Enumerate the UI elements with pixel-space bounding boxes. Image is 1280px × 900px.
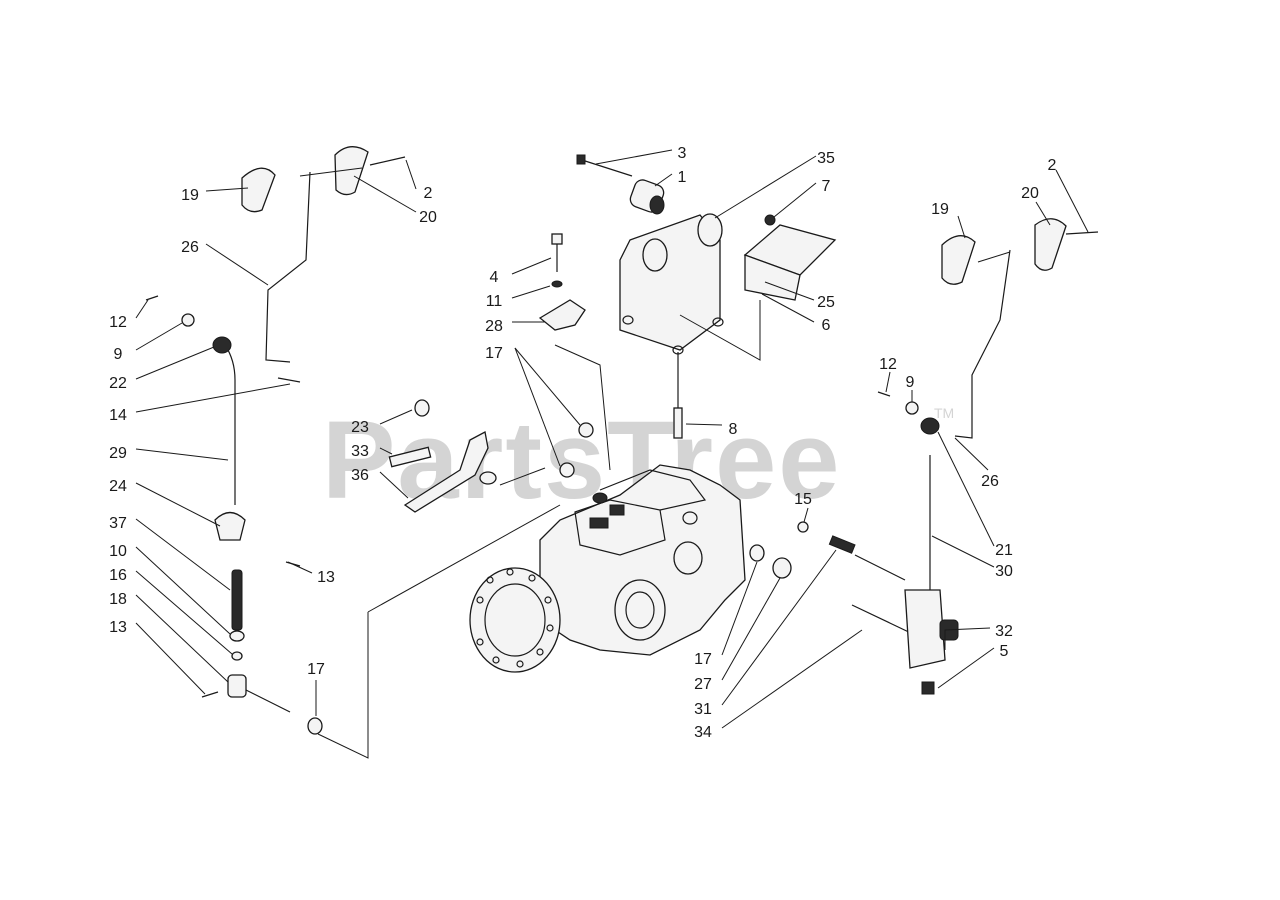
plate-28 — [538, 299, 586, 331]
bracket-arm-34 — [851, 589, 946, 669]
callout-c26r: 26 — [981, 473, 999, 490]
callout-c24: 24 — [109, 478, 127, 495]
callout-c2r: 2 — [1048, 157, 1057, 174]
callout-c16: 16 — [109, 567, 127, 584]
washer-9-right — [905, 401, 919, 415]
callout-c33: 33 — [351, 443, 369, 460]
callout-c28: 28 — [485, 318, 503, 335]
callout-c26l: 26 — [181, 239, 199, 256]
bolt-top — [576, 154, 633, 177]
stud-8 — [673, 352, 683, 439]
pivot-block-18 — [227, 674, 291, 713]
ball-15 — [797, 521, 809, 533]
callout-c22: 22 — [109, 375, 127, 392]
bushing-spacer — [629, 179, 665, 215]
callout-c14: 14 — [109, 407, 127, 424]
callout-c31: 31 — [694, 701, 712, 718]
pivot-22 — [212, 336, 232, 354]
callout-c3: 3 — [678, 145, 687, 162]
callout-c13r: 13 — [317, 569, 335, 586]
cover-plate — [743, 224, 837, 301]
callout-c2l: 2 — [424, 185, 433, 202]
callout-c20l: 20 — [419, 209, 437, 226]
callout-c19l: 19 — [181, 187, 199, 204]
pin-12-right — [877, 391, 891, 397]
callout-c7: 7 — [822, 178, 831, 195]
left-shaft-29 — [224, 344, 236, 505]
right-control-rod-26 — [954, 249, 1011, 439]
left-handle-grip — [241, 146, 406, 213]
callout-c17b: 17 — [307, 661, 325, 678]
nut-5 — [921, 681, 935, 695]
callout-c6: 6 — [822, 317, 831, 334]
callout-c15: 15 — [794, 491, 812, 508]
washer-11 — [551, 280, 563, 288]
lever-assembly — [388, 399, 497, 513]
callout-c1: 1 — [678, 169, 687, 186]
watermark-trademark: TM — [934, 405, 954, 421]
nut-top — [764, 214, 776, 226]
callout-c8: 8 — [729, 421, 738, 438]
spring-37 — [231, 569, 243, 631]
collar-24 — [214, 511, 246, 541]
washer-10 — [229, 630, 245, 642]
washer-16 — [231, 651, 243, 661]
callout-c21: 21 — [995, 542, 1013, 559]
callout-c9l: 9 — [114, 346, 123, 363]
callout-c27: 27 — [694, 676, 712, 693]
callout-c30: 30 — [995, 563, 1013, 580]
callout-c9r: 9 — [906, 374, 915, 391]
callout-c29: 29 — [109, 445, 127, 462]
callout-c34: 34 — [694, 724, 712, 741]
washer-17-bottom — [307, 717, 323, 735]
leader-lines — [135, 149, 1089, 759]
callout-c18: 18 — [109, 591, 127, 608]
callout-c10: 10 — [109, 543, 127, 560]
pin-13-left — [201, 691, 219, 698]
left-control-rod-26 — [265, 171, 311, 363]
callout-c36: 36 — [351, 467, 369, 484]
washer-17-right — [749, 544, 765, 562]
right-handle-grip — [941, 218, 1099, 285]
callout-c12l: 12 — [109, 314, 127, 331]
callout-c25: 25 — [817, 294, 835, 311]
pin-12-left — [145, 295, 159, 301]
washer-9-left — [181, 313, 195, 327]
spring-31 — [828, 535, 906, 581]
callout-c13l: 13 — [109, 619, 127, 636]
callout-c20r: 20 — [1021, 185, 1039, 202]
callout-c5: 5 — [1000, 643, 1009, 660]
transmission-housing — [469, 464, 746, 673]
callout-c12r: 12 — [879, 356, 897, 373]
callout-c17c: 17 — [694, 651, 712, 668]
callout-c32: 32 — [995, 623, 1013, 640]
callout-c4: 4 — [490, 269, 499, 286]
callout-c23: 23 — [351, 419, 369, 436]
callout-c17a: 17 — [485, 345, 503, 362]
callout-c35: 35 — [817, 150, 835, 167]
callout-c19r: 19 — [931, 201, 949, 218]
washer-17a — [578, 422, 594, 438]
callout-c37: 37 — [109, 515, 127, 532]
washer-17b — [559, 462, 575, 478]
pin-14 — [277, 377, 301, 383]
pivot-21 — [920, 417, 940, 435]
bolt-4 — [551, 233, 563, 272]
callout-c11: 11 — [486, 293, 503, 310]
bushing-27 — [772, 557, 792, 579]
mounting-bracket — [619, 213, 724, 355]
